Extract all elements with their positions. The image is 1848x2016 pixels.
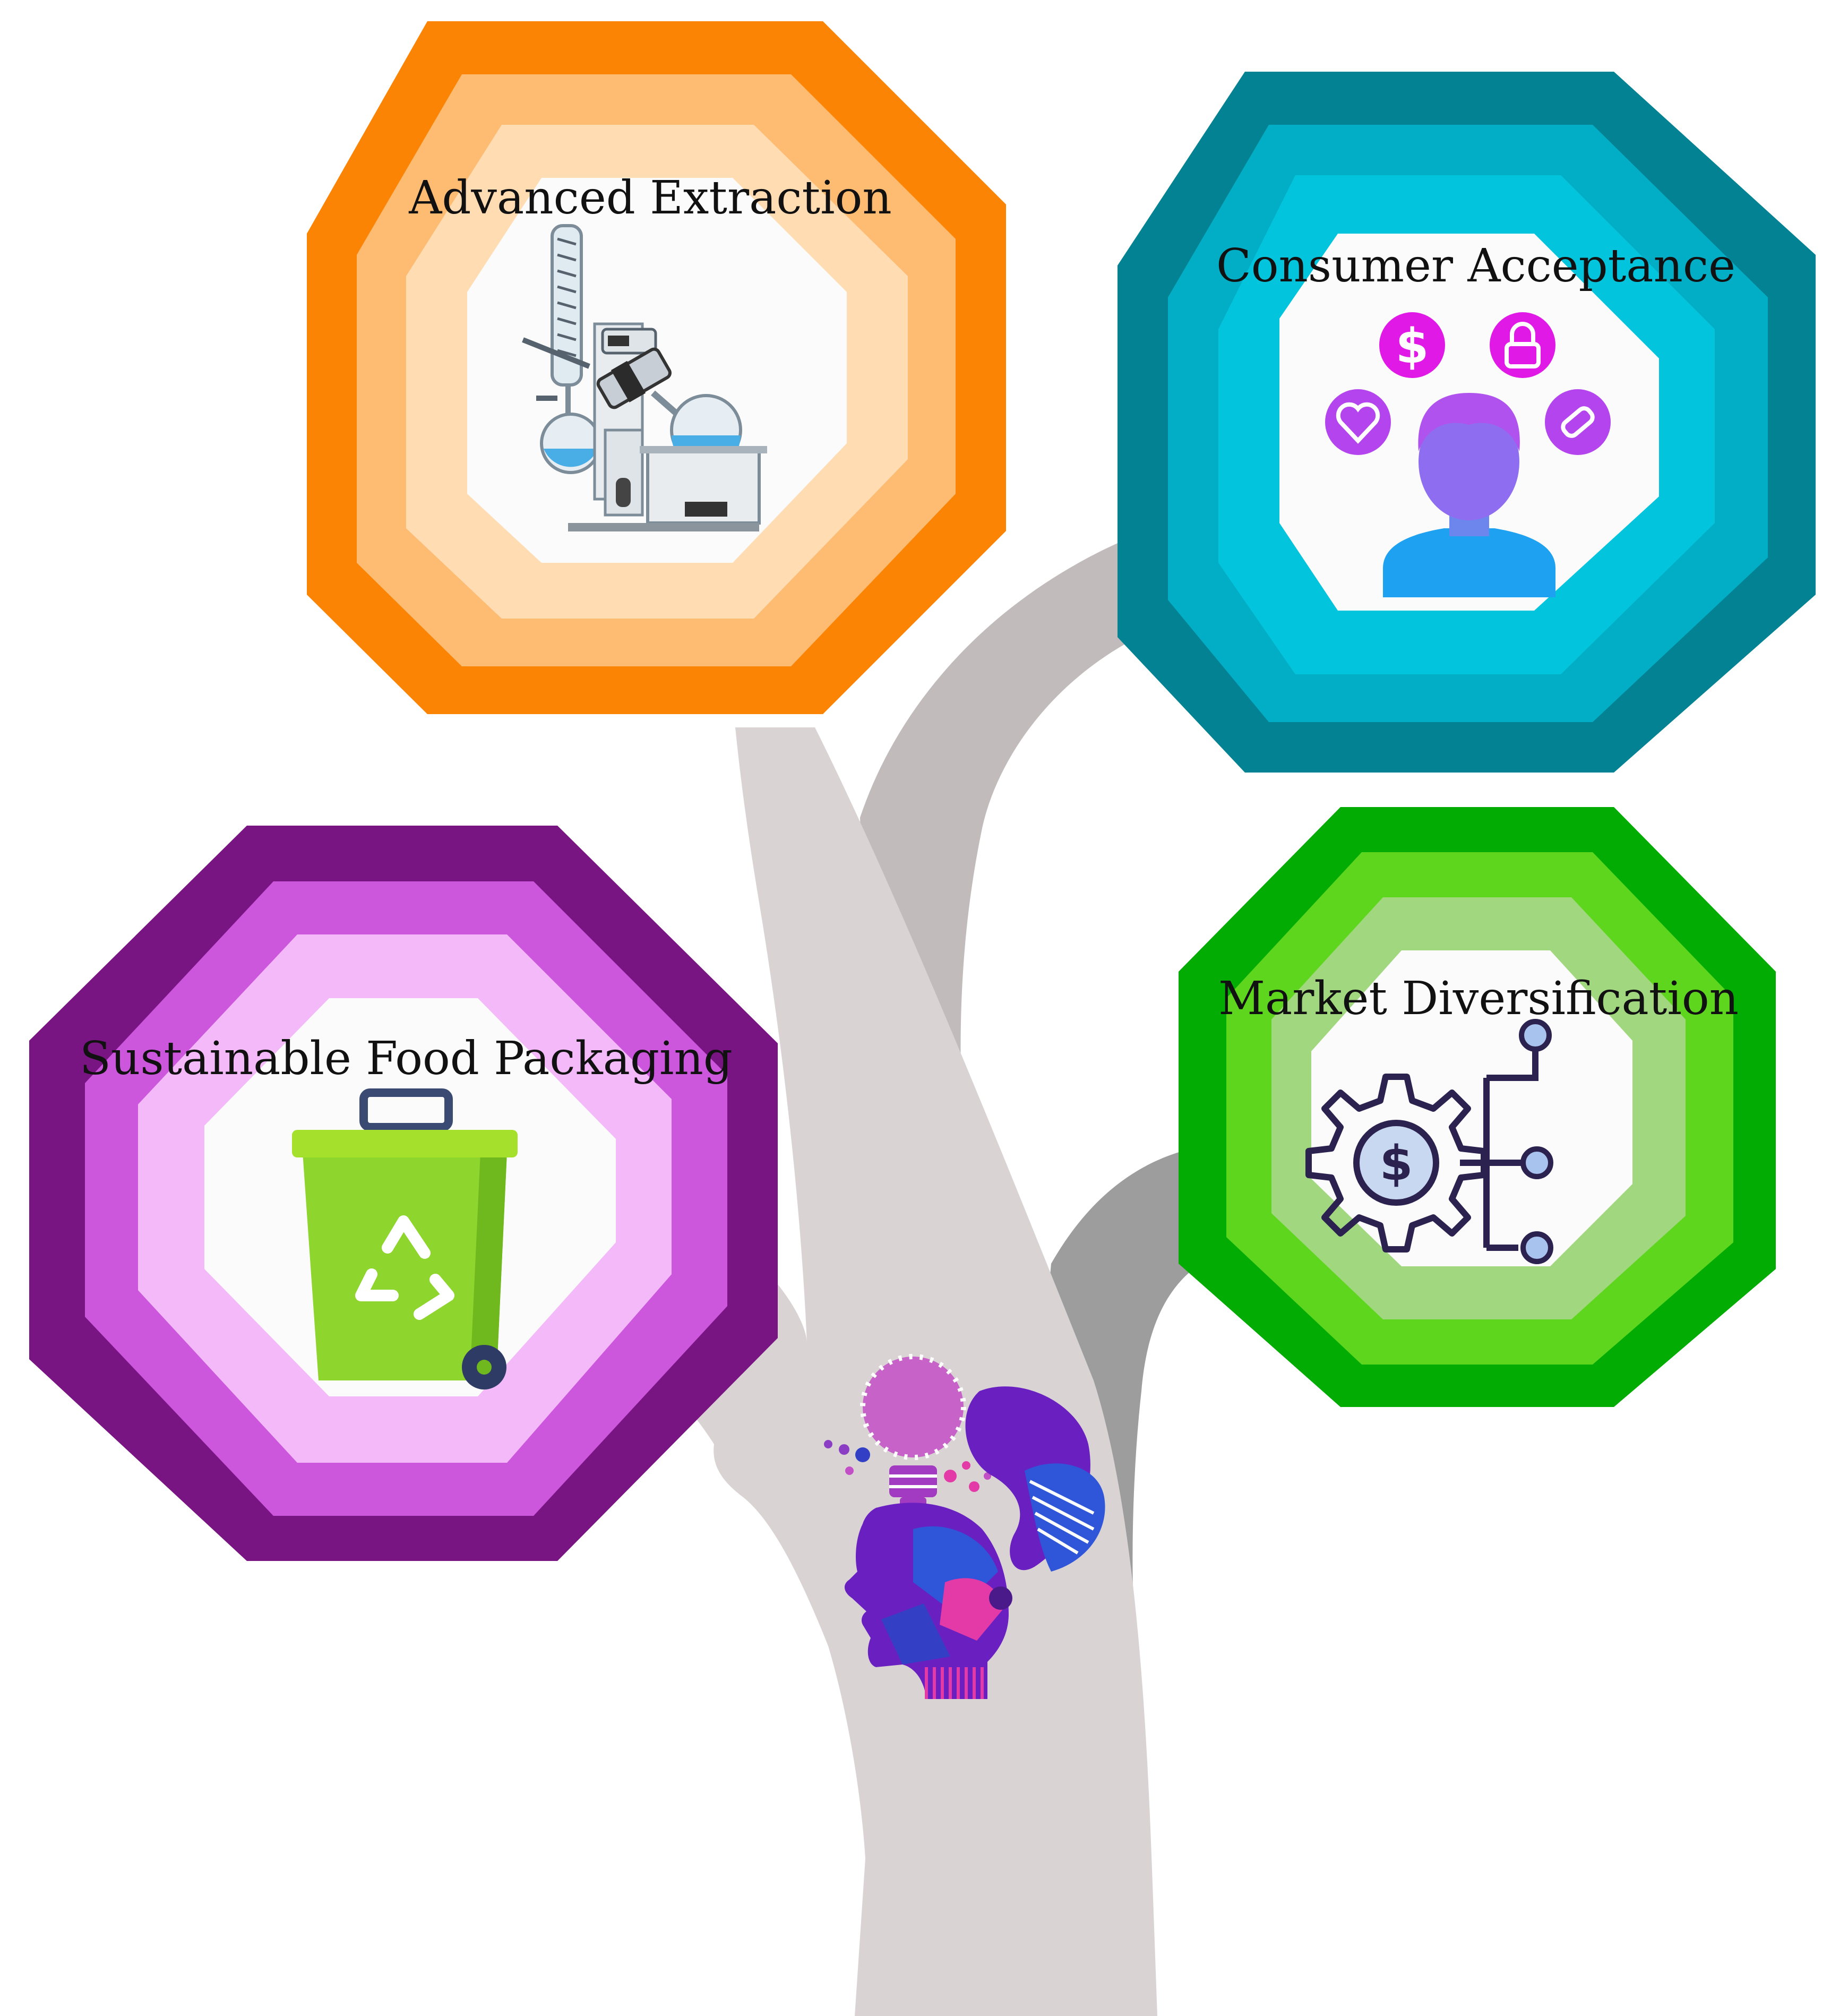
scatter-dots [824,1440,991,1492]
node-label: Advanced Extraction [408,171,891,225]
tag-bubble-icon [1545,389,1611,455]
node-label: Sustainable Food Packaging [80,1032,733,1085]
node-sustainable-food-packaging: Sustainable Food Packaging [29,826,778,1561]
rotary-evaporator-icon [522,224,767,531]
svg-text:$: $ [1380,1136,1413,1191]
leaf-shape-icon [965,1386,1105,1572]
innovation-head-icon [824,1354,1105,1699]
node-label: Consumer Acceptance [1216,239,1735,293]
dollar-bubble-icon [1379,312,1445,378]
heart-bubble-icon [1325,389,1391,455]
consumer-preferences-icon: $ [1325,312,1611,597]
node-consumer-acceptance: Consumer Acceptance $ [1118,72,1816,773]
svg-text:$: $ [1396,319,1429,374]
head-profile-icon [844,1503,1012,1699]
lightbulb-icon [860,1354,966,1508]
node-advanced-extraction: Advanced Extraction [307,21,1006,714]
market-diversification-icon: $ [1305,1019,1553,1264]
recycling-bin-icon [292,1088,518,1389]
node-market-diversification: Market Diversification $ [1179,807,1776,1407]
node-label: Market Diversification [1218,972,1739,1025]
